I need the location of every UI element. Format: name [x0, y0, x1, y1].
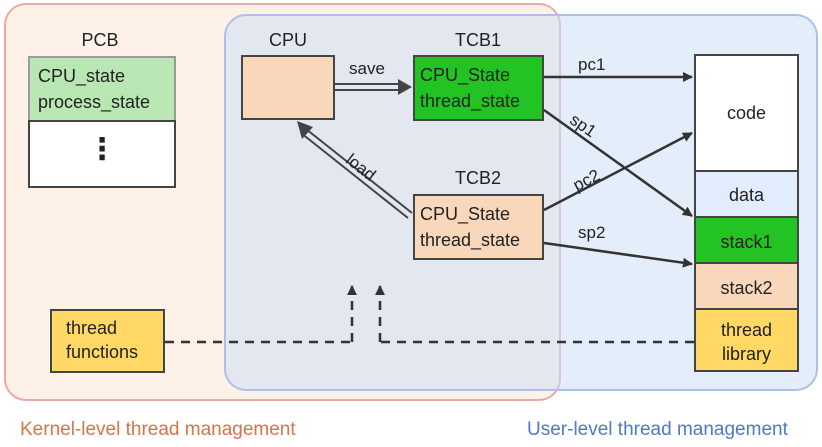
kernel-level-caption: Kernel-level thread management — [20, 419, 296, 440]
thread-library-connector — [375, 285, 694, 344]
pc2-arrow — [543, 131, 693, 212]
memory-code-box: code — [694, 54, 799, 172]
memory-code-label: code — [726, 103, 767, 123]
sp2-arrow — [543, 241, 693, 268]
load-arrow — [297, 121, 413, 219]
cpu-box — [241, 55, 335, 120]
pc1-label: pc1 — [578, 55, 606, 74]
memory-data-label: data — [728, 185, 765, 205]
memory-stack1-box: stack1 — [694, 216, 799, 264]
thread-functions-connector — [165, 285, 357, 344]
tcb1-cpu-state: CPU_State — [420, 65, 511, 85]
memory-stack2-label: stack2 — [720, 278, 773, 298]
user-level-caption: User-level thread management — [527, 419, 788, 440]
thread-functions-label: thread functions — [66, 318, 139, 362]
tcb1-title: TCB1 — [454, 30, 501, 50]
save-label: save — [349, 59, 385, 78]
pcb-state-box: CPU_state process_state — [28, 56, 176, 122]
memory-thread-library-label: thread library — [720, 320, 773, 364]
pcb-ellipsis: ⋮ — [87, 133, 117, 166]
tcb1-thread-state: thread_state — [420, 91, 521, 111]
pcb-cpu-state: CPU_state — [38, 66, 126, 86]
memory-stack1-label: stack1 — [720, 232, 773, 252]
tcb1-box: CPU_State thread_state — [413, 55, 544, 121]
thread-functions-box: thread functions — [50, 309, 165, 373]
memory-thread-library-box: thread library — [694, 308, 799, 372]
cpu-title: CPU — [268, 30, 307, 50]
tcb2-box: CPU_State thread_state — [413, 194, 544, 260]
pcb-process-state: process_state — [38, 92, 151, 112]
tcb2-thread-state: thread_state — [420, 230, 521, 250]
tcb2-title: TCB2 — [454, 168, 501, 188]
sp2-label: sp2 — [578, 223, 606, 242]
pcb-rest-box: ⋮ — [28, 120, 176, 188]
pcb-title: PCB — [81, 30, 119, 50]
tcb2-cpu-state: CPU_State — [420, 204, 511, 224]
memory-stack2-box: stack2 — [694, 262, 799, 310]
sp1-arrow — [543, 108, 693, 218]
save-arrow — [335, 79, 412, 95]
